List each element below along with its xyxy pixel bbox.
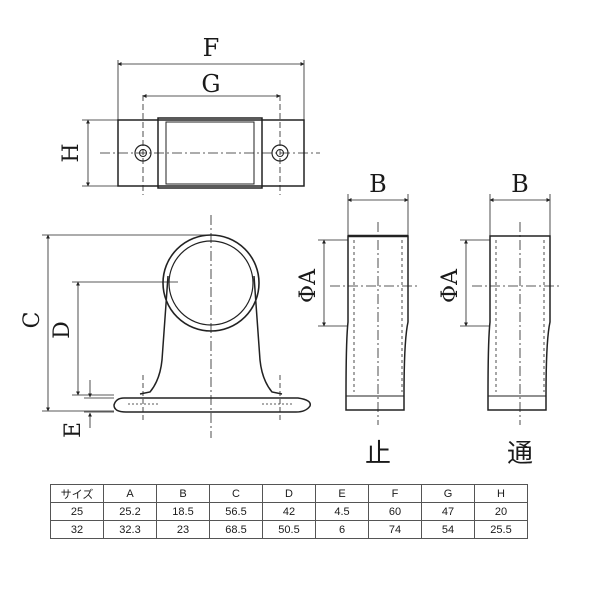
table-header-cell: H <box>474 484 528 503</box>
table-cell: 32.3 <box>103 520 157 539</box>
table-cell: 47 <box>421 502 475 521</box>
dimension-E <box>84 380 114 428</box>
front-view-base <box>113 397 311 413</box>
table-cell: 56.5 <box>209 502 263 521</box>
label-type-through: 通 <box>507 439 533 469</box>
table-cell: 23 <box>156 520 210 539</box>
table-header-row: サイズ A B C D E F G H <box>50 484 528 503</box>
side-view-stop-outline <box>345 235 409 411</box>
table-header-cell: E <box>315 484 369 503</box>
label-B-stop: B <box>369 170 387 198</box>
table-cell: 74 <box>368 520 422 539</box>
table-cell: 25.2 <box>103 502 157 521</box>
table-cell: 18.5 <box>156 502 210 521</box>
dimension-B-through <box>489 194 551 236</box>
label-C: C <box>20 312 45 329</box>
table-header-cell: F <box>368 484 422 503</box>
table-cell: 6 <box>315 520 369 539</box>
label-B-through: B <box>511 170 529 198</box>
dimension-A-stop <box>318 239 348 327</box>
table-header-cell: A <box>103 484 157 503</box>
side-view-stop <box>330 222 420 425</box>
front-view <box>113 215 311 438</box>
table-cell: 50.5 <box>262 520 316 539</box>
table-header-cell: D <box>262 484 316 503</box>
top-view <box>100 95 320 195</box>
label-F: F <box>203 34 220 62</box>
table-row: 25 25.2 18.5 56.5 42 4.5 60 47 20 <box>50 502 528 521</box>
table-header-cell: C <box>209 484 263 503</box>
table-cell: 25 <box>50 502 104 521</box>
dimension-D <box>72 281 178 396</box>
table-cell: 68.5 <box>209 520 263 539</box>
table-header-cell: サイズ <box>50 484 104 503</box>
technical-drawing: F G H C D <box>20 34 562 469</box>
table-header-cell: B <box>156 484 210 503</box>
front-view-body <box>139 275 283 395</box>
table-cell: 25.5 <box>474 520 528 539</box>
label-E: E <box>61 422 86 438</box>
size-table: サイズ A B C D E F G H 25 25.2 18.5 56.5 42… <box>50 484 528 539</box>
label-A-stop: ΦA <box>296 268 321 303</box>
dimension-H <box>82 119 118 187</box>
table-cell: 20 <box>474 502 528 521</box>
table-cell: 42 <box>262 502 316 521</box>
table-cell: 54 <box>421 520 475 539</box>
table-header-cell: G <box>421 484 475 503</box>
top-view-socket-inner <box>165 121 255 185</box>
table-row: 32 32.3 23 68.5 50.5 6 74 54 25.5 <box>50 520 528 539</box>
label-G: G <box>201 70 220 98</box>
label-A-through: ΦA <box>438 268 463 303</box>
side-view-through-outline <box>487 235 551 411</box>
table-cell: 60 <box>368 502 422 521</box>
side-view-through <box>472 222 562 425</box>
table-cell: 4.5 <box>315 502 369 521</box>
label-D: D <box>50 321 75 339</box>
dimension-F <box>117 60 305 120</box>
dimension-A-through <box>460 239 490 327</box>
dimension-B-stop <box>347 194 409 236</box>
table-cell: 32 <box>50 520 104 539</box>
dimension-C <box>42 234 211 412</box>
label-H: H <box>59 143 84 162</box>
label-type-stop: 止 <box>365 439 391 469</box>
